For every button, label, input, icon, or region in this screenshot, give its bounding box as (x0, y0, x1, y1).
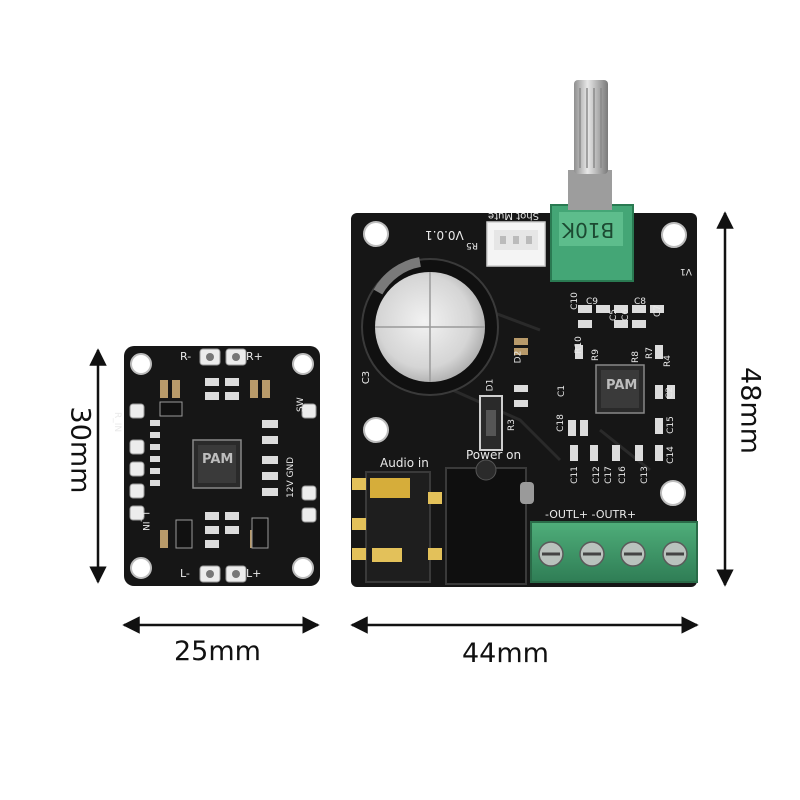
designator-c5: C5 (609, 308, 620, 322)
small-l-in-label: L_IN (140, 512, 150, 531)
designator-d2: D2 (513, 350, 524, 364)
designator-r10: R10 (573, 336, 584, 354)
designator-r8: R8 (630, 351, 641, 363)
designator-c8: C8 (634, 297, 647, 307)
designator-c12: C12 (591, 466, 602, 484)
designator-c11: C11 (569, 466, 580, 484)
designator-c15: C15 (665, 416, 676, 434)
power-on-label: Power on (466, 448, 522, 462)
dimension-arrows (89, 211, 734, 634)
version-label: V0.0.1 (425, 228, 464, 242)
small-pcb-board (124, 346, 320, 586)
small-r-in-label: R_IN (112, 412, 122, 433)
designator-c7: C7 (653, 304, 664, 318)
designator-c6: C6 (621, 308, 632, 322)
designator-r9: R9 (590, 349, 601, 361)
designator-c13: C13 (639, 466, 650, 484)
cap-label: C3 (361, 370, 373, 385)
small-sw-label: SW (296, 397, 306, 412)
large-pcb-board (351, 80, 698, 587)
designator-d1: D1 (485, 378, 496, 392)
outputs-label: -OUTL+ -OUTR+ (545, 508, 637, 521)
designator-c17: C17 (603, 466, 614, 484)
designator-c2: C2 (665, 386, 676, 400)
designator-v1: V1 (680, 266, 692, 276)
small-l-minus-label: L- (180, 567, 190, 580)
designator-r3: R3 (506, 419, 517, 431)
small-r-minus-label: R- (180, 350, 192, 363)
small-height-label: 30mm (64, 406, 96, 494)
small-r-plus-label: R+ (246, 350, 263, 363)
mute-label: Shot Mute (488, 210, 539, 221)
large-chip-logo: PAM (606, 378, 638, 393)
small-l-plus-label: L+ (246, 567, 262, 580)
designator-c10: C10 (569, 292, 580, 310)
designator-r5: R5 (466, 240, 478, 250)
designator-c18: C18 (555, 414, 566, 432)
designator-c1: C1 (557, 384, 568, 398)
designator-r4: R4 (662, 355, 673, 367)
small-power-label: 12V GND (286, 456, 296, 498)
audio-in-label: Audio in (380, 456, 429, 470)
designator-c16: C16 (617, 466, 628, 484)
small-chip-logo: PAM (202, 452, 234, 467)
small-width-label: 25mm (174, 636, 261, 667)
large-height-label: 48mm (734, 367, 766, 454)
pot-value-label: B10K (562, 218, 615, 242)
designator-c14: C14 (665, 446, 676, 464)
designator-r7: R7 (644, 347, 655, 359)
designator-c9: C9 (586, 297, 599, 307)
large-width-label: 44mm (462, 638, 549, 669)
